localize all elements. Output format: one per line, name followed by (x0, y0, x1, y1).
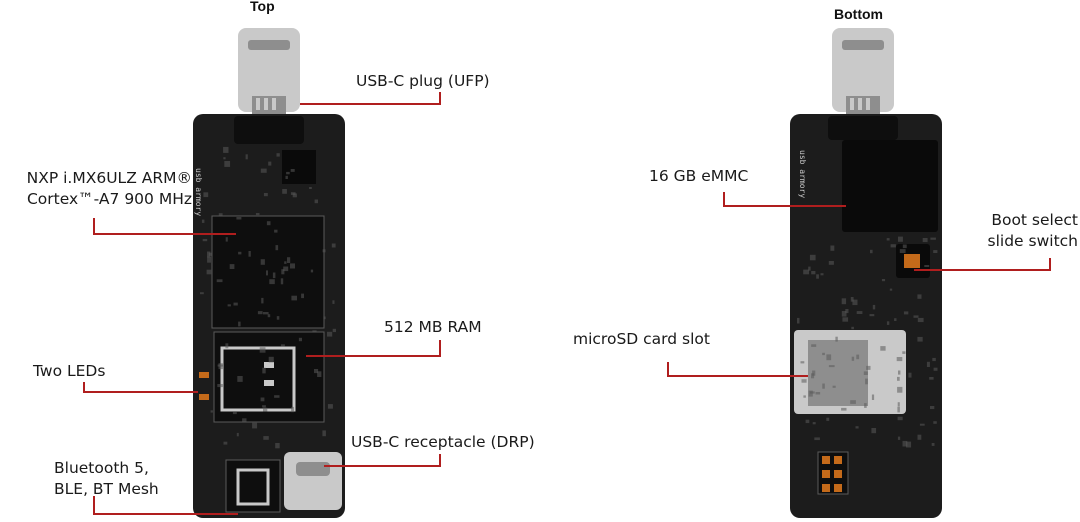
top-silkscreen: usb armory (194, 168, 203, 216)
callout-leds: Two LEDs (33, 361, 105, 382)
top-usbc-plug (238, 28, 300, 114)
callout-emmc: 16 GB eMMC (649, 166, 748, 187)
led-1 (199, 372, 209, 378)
bottom-view-title: Bottom (834, 6, 883, 22)
callout-microsd: microSD card slot (573, 329, 710, 350)
callout-boot-switch: Boot select slide switch (940, 210, 1078, 252)
callout-soc: NXP i.MX6ULZ ARM® Cortex™-A7 900 MHz (0, 168, 192, 210)
led-2 (199, 394, 209, 400)
leader-leds (84, 382, 198, 392)
emmc-chip (842, 140, 938, 232)
callout-usbc-plug: USB-C plug (UFP) (356, 71, 490, 92)
top-view-board: usb armory (193, 28, 345, 518)
bottom-silkscreen: usb armory (798, 150, 807, 198)
callout-ram: 512 MB RAM (384, 317, 482, 338)
leader-usbc-plug (300, 92, 440, 104)
top-view-title: Top (250, 0, 275, 14)
top-usbc-receptacle (284, 452, 342, 510)
bottom-usbc-plug (832, 28, 894, 114)
callout-bluetooth: Bluetooth 5, BLE, BT Mesh (54, 458, 159, 500)
callout-usbc-receptacle: USB-C receptacle (DRP) (351, 432, 535, 453)
leader-microsd (668, 362, 808, 376)
